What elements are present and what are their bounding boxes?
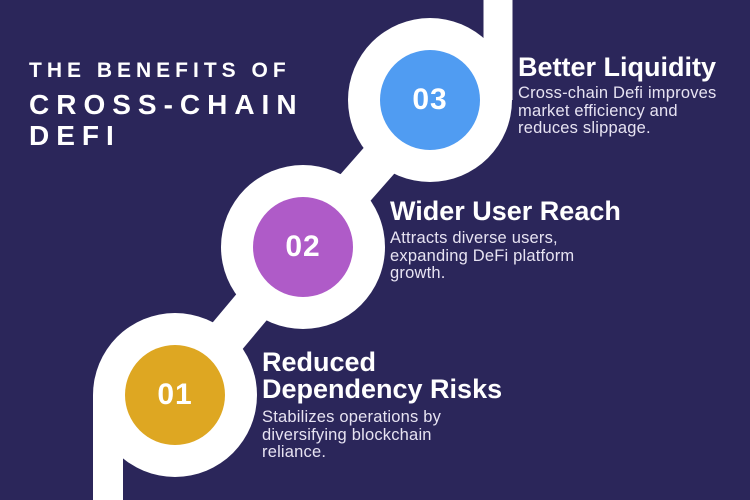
step-description-3: Cross-chain Defi improves market efficie… — [518, 84, 717, 138]
title-line-1: THE BENEFITS OF — [29, 59, 291, 82]
node-circle-step-1 — [125, 345, 225, 445]
step-heading-2: Wider User Reach — [390, 196, 621, 226]
step-number-01: 01 — [157, 378, 193, 411]
step-number-02: 02 — [285, 230, 321, 263]
step-block-better-liquidity: Better Liquidity Cross-chain Defi improv… — [518, 52, 716, 138]
step-block-reduced-dependency-risks: Reduced Dependency Risks Stabilizes oper… — [262, 349, 502, 462]
node-circle-step-2 — [253, 197, 353, 297]
step-description-1: Stabilizes operations by diversifying bl… — [262, 408, 442, 462]
title-line-2: CROSS-CHAIN — [29, 89, 304, 120]
step-description-2: Attracts diverse users, expanding DeFi p… — [390, 229, 575, 283]
step-heading-3: Better Liquidity — [518, 52, 717, 82]
node-circle-step-3 — [380, 50, 480, 150]
title-line-3: DEFI — [29, 120, 121, 151]
step-block-wider-user-reach: Wider User Reach Attracts diverse users,… — [390, 196, 621, 283]
step-heading-1: Reduced Dependency Risks — [262, 347, 503, 404]
step-number-03: 03 — [412, 83, 448, 116]
page-title: THE BENEFITS OF CROSS-CHAIN DEFI — [29, 59, 304, 152]
